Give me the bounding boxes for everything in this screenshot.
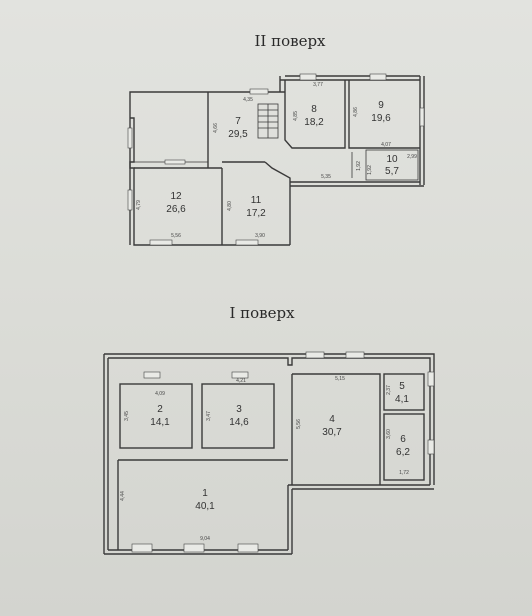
dim-label: 5,56 [296,419,302,429]
floor1-title: I поверх [229,304,295,322]
room-10-area: 5,7 [385,166,399,177]
dim-label: 4,07 [381,142,391,148]
dim-label: 1,72 [399,470,409,476]
floor2-title: II поверх [254,32,326,50]
room-5-number: 5 [399,381,405,392]
dim-label: 4,35 [243,97,253,103]
dim-label: 3,47 [206,411,212,421]
room-6-area: 6,2 [396,447,410,458]
room-9-area: 19,6 [371,113,391,124]
dim-label: 5,15 [335,376,345,382]
dim-label: 4,09 [155,391,165,397]
room-5-area: 4,1 [395,394,409,405]
room-8-area: 18,2 [304,117,324,128]
dim-label: 4,85 [293,111,299,121]
room-1-area: 40,1 [195,501,215,512]
dim-label: 2,99 [407,154,417,160]
dim-label: 1,92 [367,165,373,175]
dim-label: 2,37 [386,385,392,395]
dim-label: 3,90 [255,233,265,239]
dim-label: 9,04 [200,536,210,542]
room-4-number: 4 [329,414,335,425]
room-8-number: 8 [311,104,317,115]
room-6-number: 6 [400,434,406,445]
dim-label: 3,77 [313,82,323,88]
room-7-area: 29,5 [228,129,248,140]
dim-label: 4,66 [213,123,219,133]
room-12-area: 26,6 [166,204,186,215]
dim-label: 4,79 [136,200,142,210]
room-2-number: 2 [157,404,163,415]
dim-label: 4,80 [227,201,233,211]
room-12-number: 12 [170,191,182,202]
room-7-number: 7 [235,116,241,127]
dim-label: 3,45 [124,411,130,421]
room-3-area: 14,6 [229,417,249,428]
dim-label: 4,21 [236,378,246,384]
room-4-area: 30,7 [322,427,342,438]
dim-label: 4,44 [120,491,126,501]
dim-label: 4,86 [353,107,359,117]
floor1-plan [103,351,435,555]
dim-label: 3,60 [386,429,392,439]
room-2-area: 14,1 [150,417,170,428]
room-11-area: 17,2 [246,208,266,219]
room-9-number: 9 [378,100,384,111]
room-11-number: 11 [251,195,262,206]
room-3-number: 3 [236,404,242,415]
dim-label: 5,35 [321,174,331,180]
dim-label: 1,92 [356,161,362,171]
dim-label: 5,56 [171,233,181,239]
room-10-number: 10 [386,154,398,165]
floor2-plan [127,73,425,246]
room-1-number: 1 [202,488,208,499]
